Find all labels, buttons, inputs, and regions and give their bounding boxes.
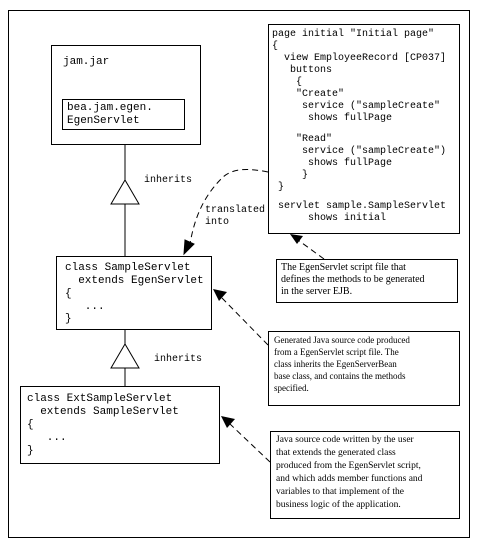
script-note-pointer xyxy=(297,239,325,260)
ext-servlet-line-3: { xyxy=(27,419,34,431)
diagram-frame xyxy=(8,10,470,538)
script-line-8: shows fullPage xyxy=(272,113,393,124)
script-line-12: shows fullPage xyxy=(272,158,393,169)
sample-servlet-line-1: class SampleServlet xyxy=(65,262,191,274)
user-note-line-6: business logic of the application. xyxy=(276,500,401,510)
egen-servlet-box xyxy=(62,99,185,130)
sample-servlet-line-4: ... xyxy=(65,301,105,313)
script-line-11: service ("sampleCreate") xyxy=(272,146,447,157)
user-note-line-2: that extends the generated class xyxy=(276,448,396,458)
sample-servlet-line-5: } xyxy=(65,313,72,325)
user-note-line-5: variables to that implement of the xyxy=(276,487,404,497)
script-line-3: view EmployeeRecord [CP037] xyxy=(272,53,447,64)
egen-servlet-line-1: bea.jam.egen. xyxy=(67,102,153,114)
generated-note-line-5: specified. xyxy=(274,383,309,393)
script-line-5: { xyxy=(272,77,303,88)
ext-servlet-line-5: } xyxy=(27,445,34,457)
user-note-line-1: Java source code written by the user xyxy=(276,435,414,445)
user-note-line-4: and which adds member functions and xyxy=(276,474,423,484)
user-note-line-3: produced from the EgenServlet script, xyxy=(276,461,421,471)
translated-label-1: translated xyxy=(205,205,266,216)
inheritance-arrow-top xyxy=(110,179,140,205)
script-line-14: } xyxy=(272,182,285,193)
generated-note-arrowhead xyxy=(213,289,227,301)
ext-servlet-line-2: extends SampleServlet xyxy=(27,406,179,418)
script-line-2: { xyxy=(272,41,279,52)
script-note-arrowhead xyxy=(290,234,303,244)
egen-script-box xyxy=(268,24,460,234)
generated-note-line-3: class inherits the EgenServerBean xyxy=(274,359,397,369)
ext-sample-servlet-box xyxy=(20,386,220,464)
user-note-arrowhead xyxy=(221,416,235,428)
translated-label-2: into xyxy=(205,217,230,228)
generated-note-line-2: from a EgenServlet script file. The xyxy=(274,347,399,357)
user-note-box xyxy=(270,431,460,519)
ext-servlet-line-4: ... xyxy=(27,432,67,444)
generated-note-pointer xyxy=(221,297,269,346)
jam-jar-title: jam.jar xyxy=(63,56,110,68)
script-line-4: buttons xyxy=(272,65,333,76)
script-line-16: servlet sample.SampleServlet xyxy=(272,201,447,212)
script-note-line-3: in the server EJB. xyxy=(281,286,353,297)
inherits-label-bottom: inherits xyxy=(154,354,203,365)
script-line-1: page initial "Initial page" xyxy=(272,29,435,40)
egen-servlet-line-2: EgenServlet xyxy=(67,115,140,127)
ext-servlet-line-1: class ExtSampleServlet xyxy=(27,393,173,405)
script-line-17: shows initial xyxy=(272,213,387,224)
sample-servlet-box xyxy=(56,256,212,330)
script-line-6: "Create" xyxy=(272,89,345,100)
generated-note-line-4: base class, and contains the methods xyxy=(274,371,406,381)
translated-into-arrowhead xyxy=(183,239,195,256)
script-line-13: } xyxy=(272,170,309,181)
sample-servlet-line-2: extends EgenServlet xyxy=(65,275,204,287)
script-note-line-1: The EgenServlet script file that xyxy=(281,262,406,273)
generated-note-line-1: Generated Java source code produced xyxy=(274,335,410,345)
inherits-label-top: inherits xyxy=(144,175,193,186)
user-note-pointer xyxy=(229,423,271,463)
script-note-line-2: defines the methods to be generated xyxy=(281,274,425,285)
generated-note-box xyxy=(268,331,460,406)
sample-servlet-line-3: { xyxy=(65,288,72,300)
script-note-box xyxy=(276,259,458,303)
script-line-7: service ("sampleCreate" xyxy=(272,101,441,112)
script-line-10: "Read" xyxy=(272,134,333,145)
inheritance-arrow-bottom xyxy=(110,343,140,369)
